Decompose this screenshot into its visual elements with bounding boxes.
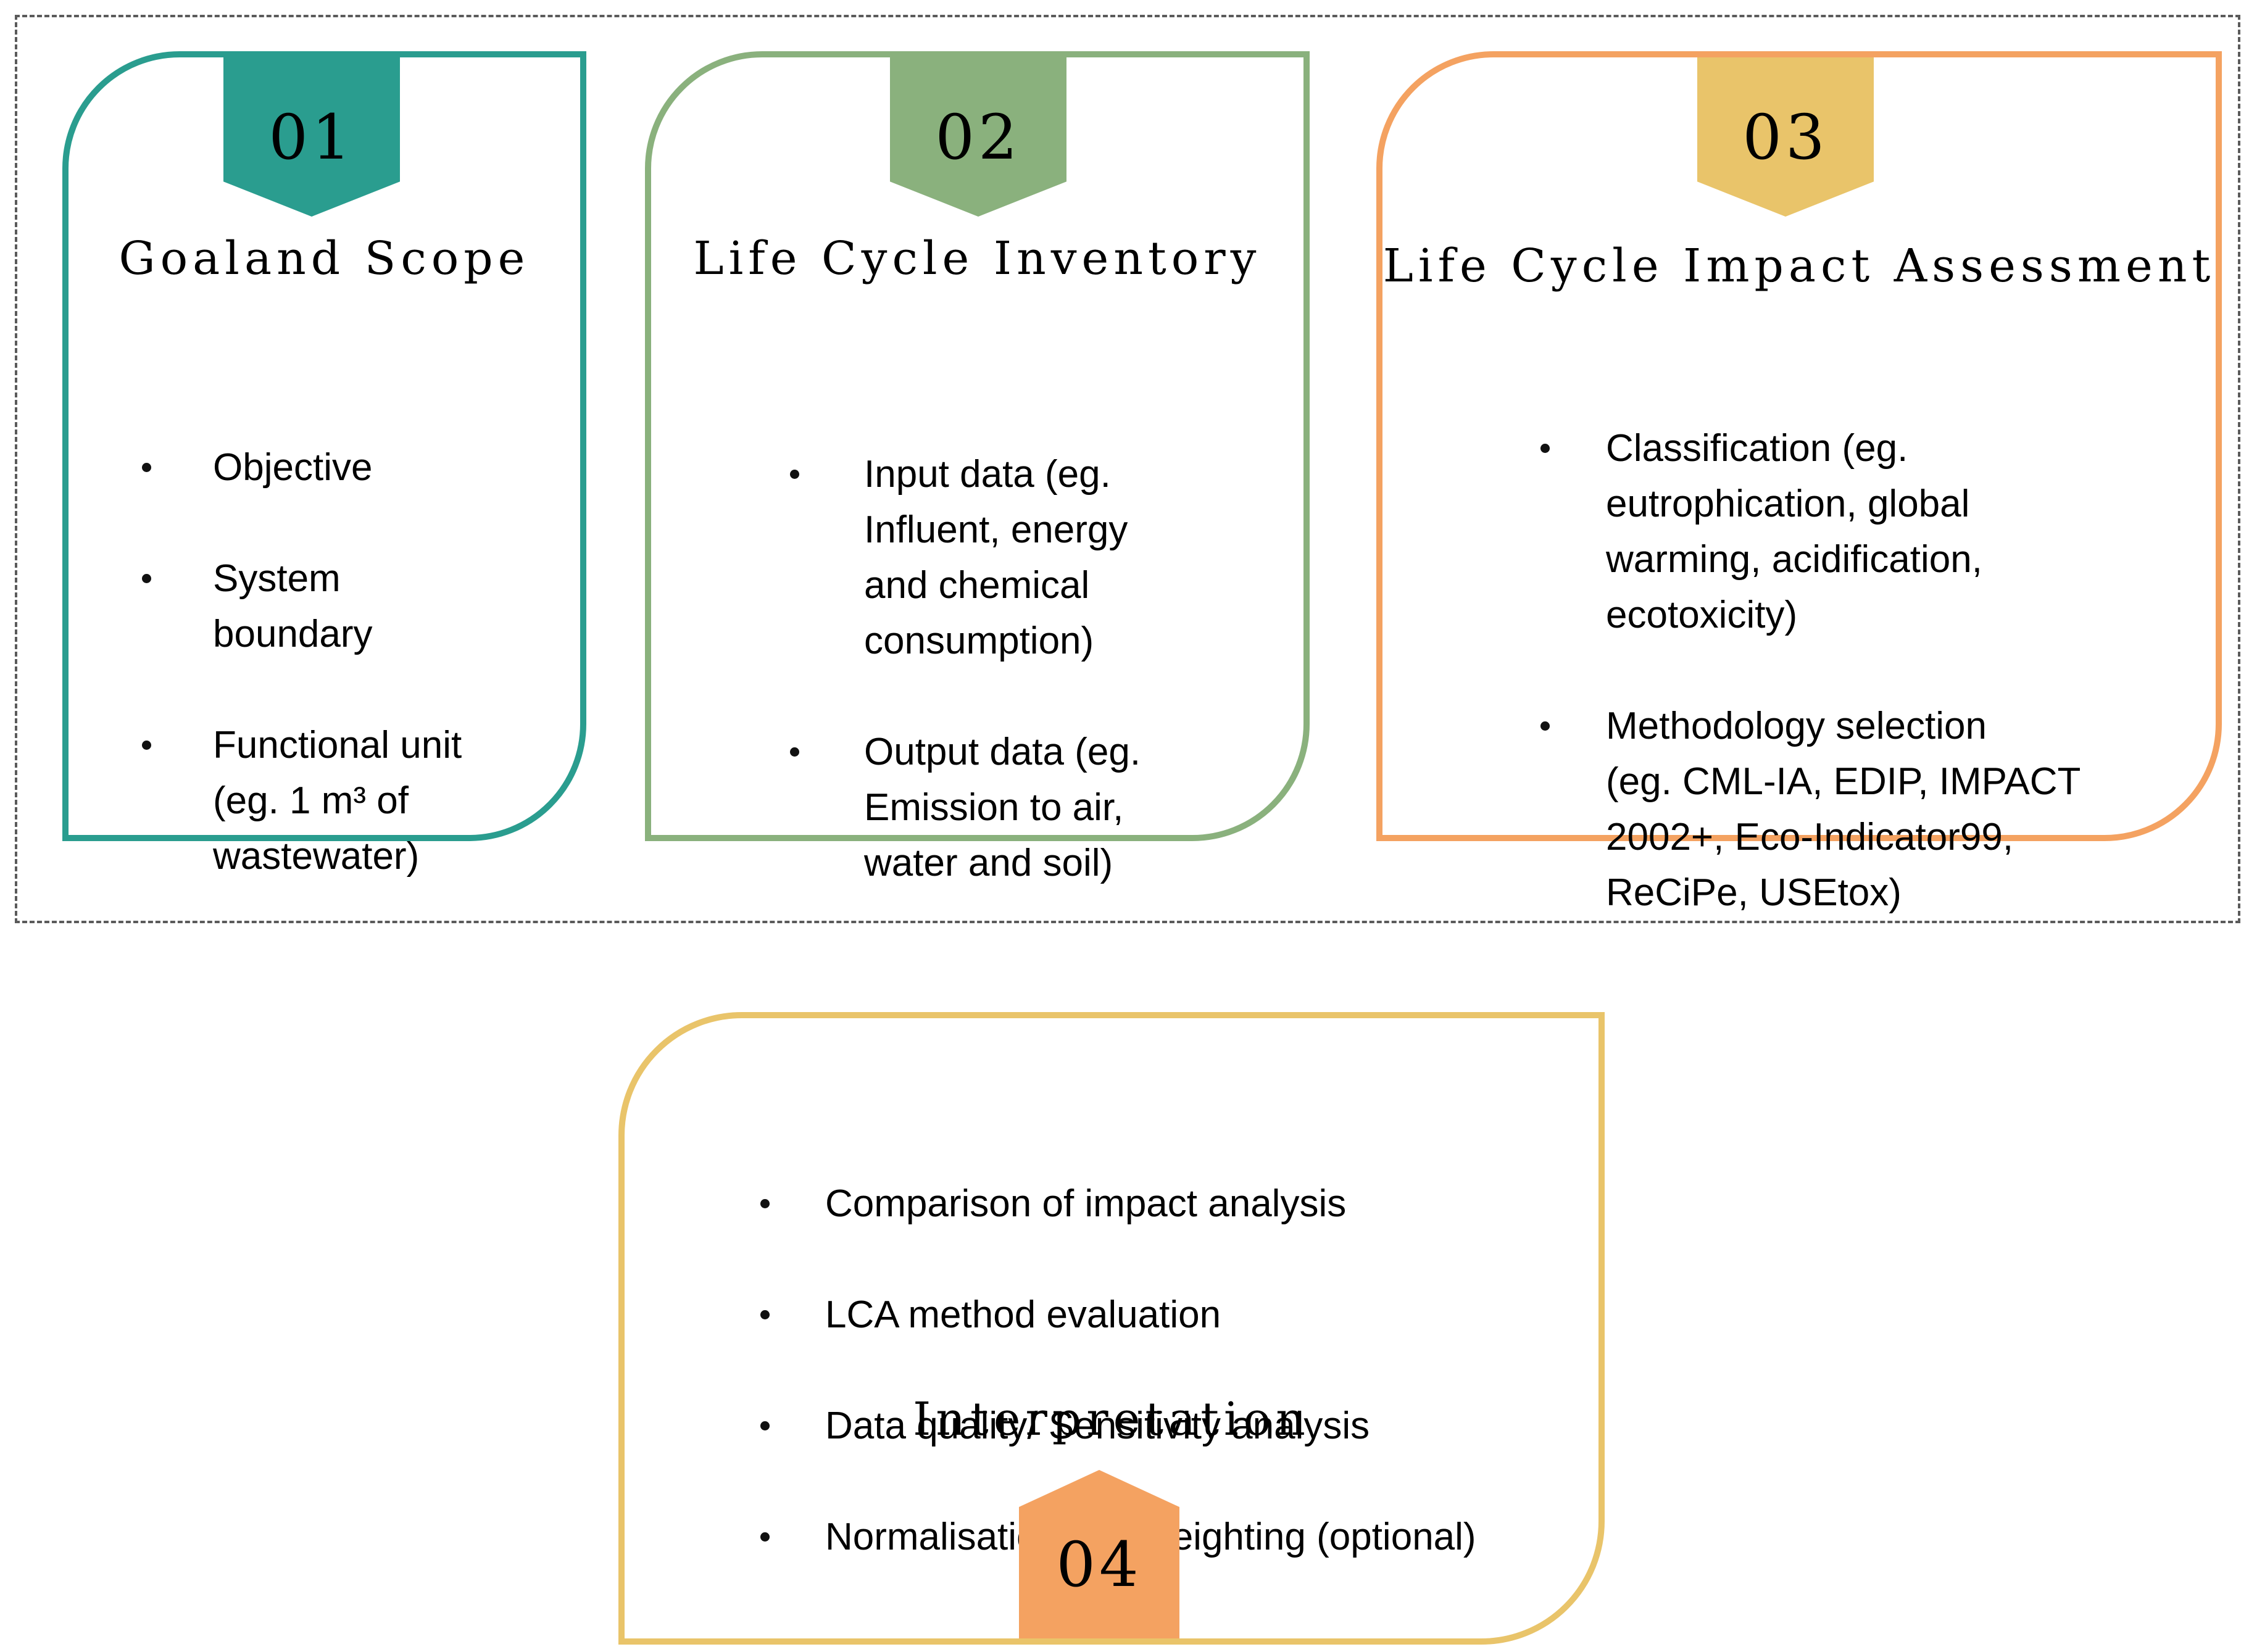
stage-card-life-cycle-inventory: 02 Life Cycle Inventory Input data (eg. … [645,51,1310,884]
bullet-item: LCA method evaluation [760,1287,1587,1343]
bullet-item: Methodology selection (eg. CML-IA, EDIP,… [1540,699,2121,921]
stage-title: Interpretation [913,1393,1310,1446]
stage-03-badge: 03 [1697,57,1874,217]
bullet-item: System boundary [142,551,463,662]
bullet-item: Functional unit (eg. 1 m³ of wastewater) [142,718,463,884]
stage-01-badge: 01 [223,57,400,217]
stage-card-goal-and-scope: 01 Goaland Scope Objective System bounda… [62,51,586,878]
bullet-item: Objective [142,440,463,496]
stage-bullet-list: Classification (eg. eutrophication, glob… [1540,365,2121,976]
stage-title: Life Cycle Impact Assessment [1382,239,2216,293]
stage-card-interpretation: Comparison of impact analysis LCA method… [618,1012,1605,1645]
stage-04-badge: 04 [1019,1470,1179,1638]
stage-title: Life Cycle Inventory [693,232,1262,285]
bullet-item: Data quality/ Sensitivity analysis [760,1398,1587,1454]
stage-number: 03 [1742,101,1829,173]
bullet-item: Classification (eg. eutrophication, glob… [1540,421,2121,643]
stage-title: Goaland Scope [118,232,530,285]
bullet-item: Output data (eg. Emission to air, water … [790,724,1148,891]
stage-card-life-cycle-impact-assessment: 03 Life Cycle Impact Assessment Classifi… [1376,51,2222,914]
stage-02-badge: 02 [890,57,1066,217]
stages-group-dotted-border [15,15,2240,923]
stage-bullet-list: Objective System boundary Functional uni… [142,384,463,940]
stage-bullet-list: Input data (eg. Influent, energy and che… [790,391,1148,947]
bullet-item: Input data (eg. Influent, energy and che… [790,447,1148,669]
stage-number: 01 [268,101,355,173]
stage-bullet-list: Comparison of impact analysis LCA method… [760,1121,1587,1621]
bullet-item: Comparison of impact analysis [760,1176,1587,1232]
stage-number: 04 [1056,1529,1142,1601]
stage-number: 02 [935,101,1021,173]
